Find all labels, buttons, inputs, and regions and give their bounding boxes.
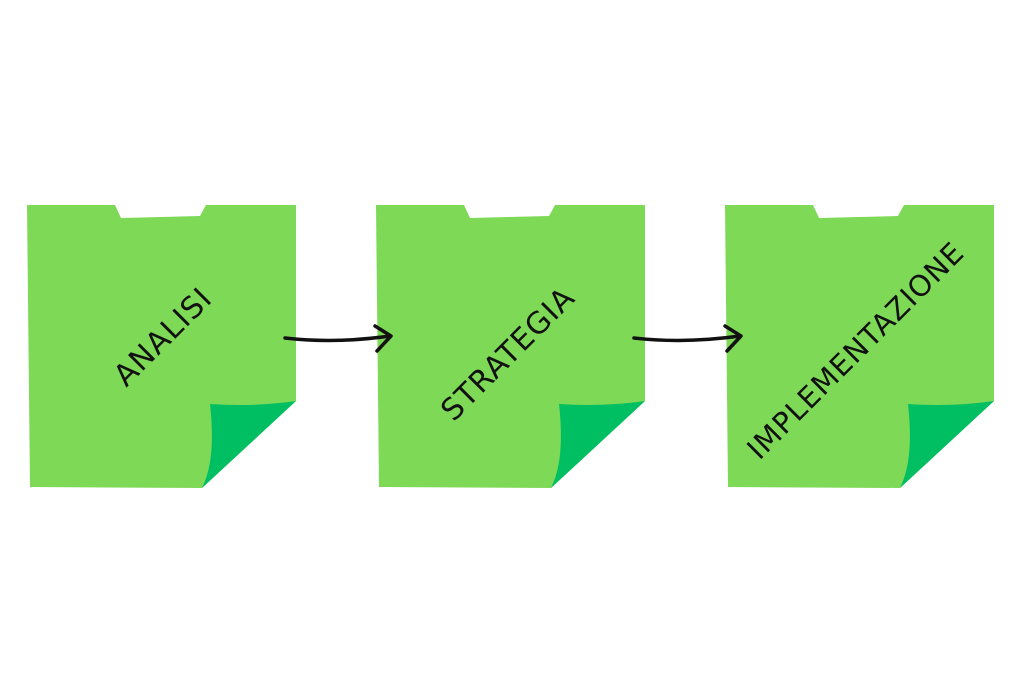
note-fold-corner [900, 401, 994, 488]
sticky-note-analisi: ANALISI [27, 205, 296, 488]
arrow-shaft [283, 334, 392, 343]
note-fold-corner [202, 401, 296, 488]
sticky-note-strategia: STRATEGIA [376, 205, 645, 488]
arrow-shaft [632, 334, 742, 343]
note-fold-corner [551, 401, 645, 488]
arrow-head [373, 324, 393, 353]
sticky-note-implementazione: IMPLEMENTAZIONE [725, 205, 994, 488]
arrow-head [723, 324, 743, 353]
arrow-strategia-to-implementazione [632, 324, 743, 353]
arrow-analisi-to-strategia [283, 324, 393, 353]
